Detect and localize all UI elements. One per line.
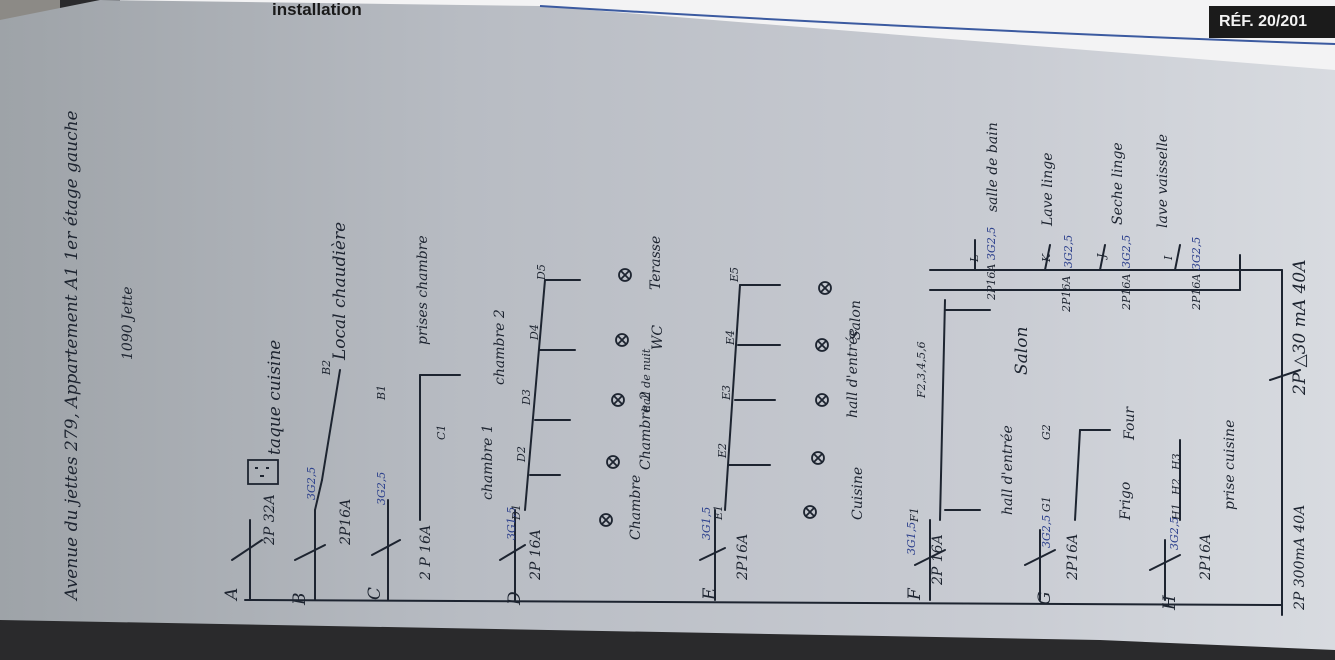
circuit-d-load-terasse: Terasse xyxy=(648,235,664,290)
main-differential: 2P △30 mA 40A xyxy=(1290,259,1310,395)
circuit-k-letter: K xyxy=(1040,253,1053,262)
circuit-i-letter: I xyxy=(1162,255,1175,260)
circuit-e-point-4: E4 xyxy=(724,329,737,345)
circuit-f-point-1: F1 xyxy=(908,507,921,522)
circuit-g-letter: G xyxy=(1035,591,1055,605)
circuit-h-point-2: H2 xyxy=(1170,478,1183,495)
reference-badge: RÉF. 20/201 xyxy=(1209,6,1335,38)
circuit-d-point-3: D3 xyxy=(520,389,533,405)
circuit-g-load-four: Four xyxy=(1122,406,1138,440)
circuit-d-breaker: 2P 16A xyxy=(528,529,544,580)
circuit-j-cable: 3G2,5 xyxy=(1120,234,1133,268)
circuit-d-load-chambre: Chambre xyxy=(628,474,644,540)
circuit-f-load-hall: hall d'entrée xyxy=(1000,425,1016,515)
circuit-h-breaker: 2P16A xyxy=(1198,533,1214,580)
circuit-c-load-1: chambre 1 xyxy=(480,424,496,500)
circuit-k-breaker: 2P16A xyxy=(1060,275,1073,312)
circuit-e-load-cuisine: Cuisine xyxy=(850,466,866,520)
circuit-g-point-2: G2 xyxy=(1040,424,1053,440)
circuit-e-point-5: E5 xyxy=(728,266,741,282)
circuit-a-load: taque cuisine xyxy=(265,339,285,455)
circuit-d-point-2: D2 xyxy=(515,446,528,462)
circuit-f-load-salon: Salon xyxy=(1012,326,1032,375)
circuit-a-breaker: 2P 32A xyxy=(262,494,278,545)
circuit-e-load-salon: Salon xyxy=(848,300,864,340)
circuit-h-point-3: H3 xyxy=(1170,453,1183,470)
circuit-e-point-2: E2 xyxy=(716,442,729,458)
circuit-b-breaker: 2P16A xyxy=(338,498,354,545)
circuit-h-cable: 3G2,5 xyxy=(1168,516,1181,550)
circuit-b-load: Local chaudière xyxy=(330,221,350,360)
circuit-d-point-5: D5 xyxy=(535,264,548,280)
circuit-l-letter: L xyxy=(968,254,981,262)
circuit-b-point-2: B2 xyxy=(320,359,333,375)
header-fragment: installation xyxy=(272,0,362,19)
circuit-e-load-hall: hall d'entrée xyxy=(845,328,861,418)
circuit-b-letter: B xyxy=(290,592,310,606)
circuit-e-point-3: E3 xyxy=(720,384,733,400)
circuit-d-point-4: D4 xyxy=(528,324,541,340)
circuit-d-load-wc: WC xyxy=(650,324,666,350)
circuit-d-point-1: D1 xyxy=(510,504,523,520)
circuit-g-point-1: G1 xyxy=(1040,496,1053,512)
circuit-j-load: Seche linge xyxy=(1110,142,1126,225)
circuit-i-load: lave vaisselle xyxy=(1155,133,1171,228)
circuit-d-load-hall: hall de nuit xyxy=(640,348,653,412)
circuit-i-breaker: 2P16A xyxy=(1190,273,1203,310)
circuit-h-load: prise cuisine xyxy=(1222,419,1238,510)
address-line-1: Avenue du jettes 279, Appartement A1 1er… xyxy=(62,110,82,600)
circuit-e-point-1: E1 xyxy=(712,504,725,520)
circuit-f-point-2: F2,3,4,5,6 xyxy=(915,341,928,398)
circuit-f-breaker: 2P 16A xyxy=(930,534,946,585)
circuit-j-letter: J xyxy=(1095,253,1108,258)
circuit-c-letter: C xyxy=(365,586,385,600)
circuit-h-letter: H xyxy=(1160,595,1180,610)
circuit-b-cable: 3G2,5 xyxy=(305,466,318,500)
circuit-g-breaker: 2P16A xyxy=(1065,533,1081,580)
main-cable: 2P 300mA 40A xyxy=(1292,504,1308,610)
circuit-j-breaker: 2P16A xyxy=(1120,273,1133,310)
circuit-f-cable: 3G1,5 xyxy=(905,521,918,555)
circuit-c-load-3: chambre 2 xyxy=(492,309,508,385)
circuit-l-breaker: 2P16A xyxy=(985,263,998,300)
circuit-l-load: salle de bain xyxy=(985,122,1001,212)
circuit-c-load-2: prises chambre xyxy=(415,235,431,345)
circuit-g-cable: 3G2,5 xyxy=(1040,514,1053,548)
circuit-d-letter: D xyxy=(505,591,525,605)
circuit-h-point-1: H1 xyxy=(1170,503,1183,520)
circuit-b-point-1: B1 xyxy=(375,384,388,400)
circuit-k-cable: 3G2,5 xyxy=(1062,234,1075,268)
circuit-e-breaker: 2P16A xyxy=(735,533,751,580)
circuit-e-letter: E xyxy=(700,587,720,600)
circuit-k-load: Lave linge xyxy=(1040,152,1056,226)
address-line-2: 1090 Jette xyxy=(120,286,136,360)
circuit-c-breaker: 2 P 16A xyxy=(418,524,434,580)
circuit-g-load-frigo: Frigo xyxy=(1118,481,1134,520)
circuit-i-cable: 3G2,5 xyxy=(1190,236,1203,270)
circuit-c-points: C1 xyxy=(435,424,448,440)
circuit-l-cable: 3G2,5 xyxy=(985,226,998,260)
circuit-c-cable: 3G2,5 xyxy=(375,471,388,505)
circuit-a-letter: A xyxy=(222,587,242,600)
circuit-f-letter: F xyxy=(905,588,925,600)
